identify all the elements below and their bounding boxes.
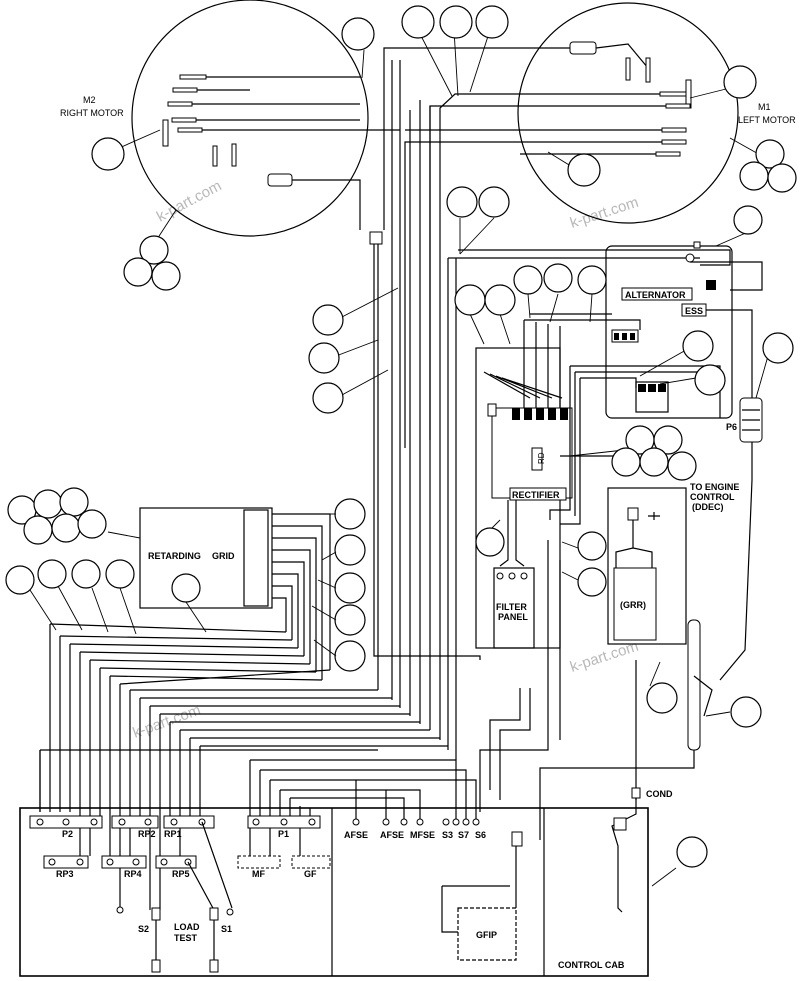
load-label: LOAD [174,922,200,932]
left-motor-m1: M1 LEFT MOTOR [383,2,796,448]
left-motor-label: LEFT MOTOR [738,115,796,125]
terminal-afse2-label: AFSE [380,830,404,840]
terminal-s7-label: S7 [458,830,469,840]
terminal-rp3-label: RP3 [56,869,74,879]
terminal-mf-label: MF [252,869,265,879]
terminal-rp2-label: RP2 [138,829,156,839]
watermark: k-part.com [568,194,641,232]
alternator-block: ALTERNATOR ESS [605,241,763,419]
ess-label: ESS [685,306,703,316]
terminal-s6-label: S6 [475,830,486,840]
engine-control-label-1: TO ENGINE [690,482,739,492]
rd-label: RD [537,452,546,464]
callouts [5,5,797,887]
grid-label: GRID [212,551,235,561]
terminal-p1-label: P1 [278,829,289,839]
terminal-p2-label: P2 [62,829,73,839]
test-label: TEST [174,933,198,943]
retarding-label: RETARDING [148,551,201,561]
filter-panel-label-2: PANEL [498,612,528,622]
engine-control-label-3: (DDEC) [692,502,724,512]
watermark: k-part.com [154,177,225,225]
rectifier-label: RECTIFIER [512,490,560,500]
p6-label: P6 [726,422,737,432]
terminal-s3-label: S3 [442,830,453,840]
filter-panel-label-1: FILTER [496,602,527,612]
control-cab-harness [39,540,637,910]
engine-control-label-2: CONTROL [690,492,735,502]
s1-label: S1 [221,924,232,934]
trunk-wiring [369,60,731,760]
engine-control: TO ENGINE CONTROL (DDEC) P6 [539,397,763,840]
control-cab-label: CONTROL CAB [558,960,625,970]
grr-label: (GRR) [620,600,646,610]
s2-label: S2 [138,924,149,934]
m1-label: M1 [758,102,771,112]
terminal-gf-label: GF [304,869,317,879]
terminal-mfse-label: MFSE [410,830,435,840]
right-motor-label: RIGHT MOTOR [60,108,124,118]
control-cab: CONTROL CAB P2 RP2 RP1 P1 RP3 RP4 RP5 MF… [19,787,673,977]
gfip-label: GFIP [476,930,497,940]
terminal-rp1-label: RP1 [164,829,182,839]
m2-label: M2 [83,95,96,105]
rectifier-block: RD RECTIFIER FILTER PANEL [475,313,721,649]
grr-block: (GRR) [607,487,687,645]
terminal-afse1-label: AFSE [344,830,368,840]
alternator-label: ALTERNATOR [625,290,686,300]
right-motor-m2: M2 RIGHT MOTOR [60,0,400,237]
terminal-rp5-label: RP5 [172,869,190,879]
cond-label: COND [646,789,673,799]
terminal-rp4-label: RP4 [124,869,142,879]
